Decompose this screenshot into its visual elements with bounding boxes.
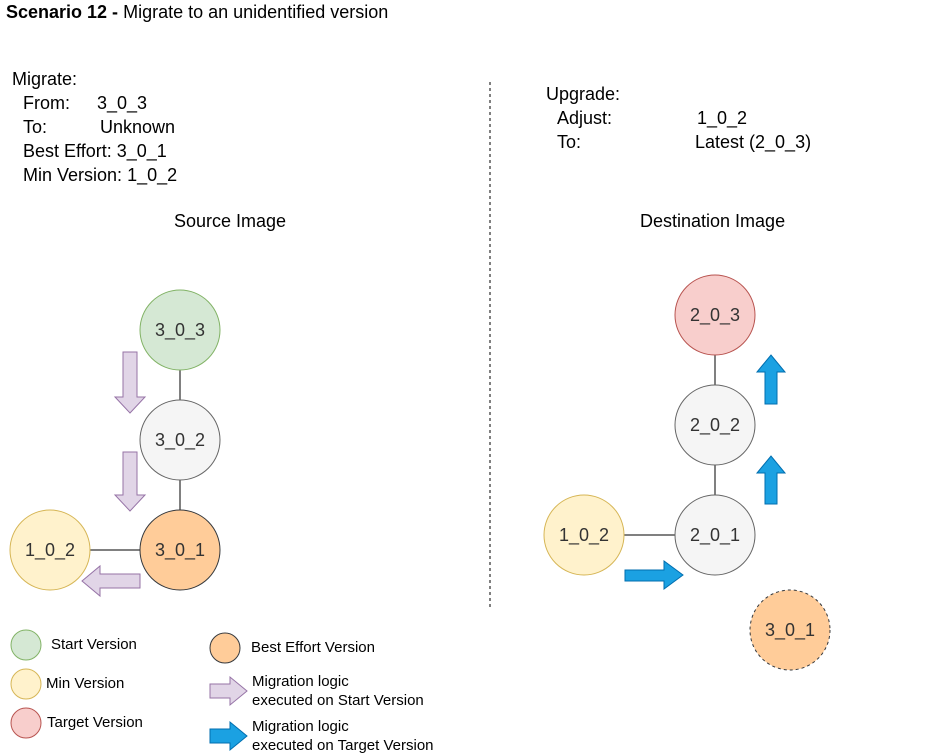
legend-start-logic-label: Migration logic executed on Start Versio… xyxy=(252,672,424,710)
legend-target-swatch xyxy=(10,707,42,739)
upgrade-adjust-value: 1_0_2 xyxy=(697,108,748,128)
legend-start-logic-line1: Migration logic xyxy=(252,673,349,690)
legend-best-effort-swatch xyxy=(209,632,241,664)
legend-start-label: Start Version xyxy=(51,636,137,653)
dest-node-202-label: 2_0_2 xyxy=(690,415,740,436)
target-logic-arrow-right xyxy=(624,560,684,590)
source-node-301-label: 3_0_1 xyxy=(155,540,205,561)
start-logic-arrow-down-1 xyxy=(113,351,147,414)
source-node-102-label: 1_0_2 xyxy=(25,540,75,561)
page-title: Scenario 12 - Migrate to an unidentified… xyxy=(6,2,388,23)
source-node-102 xyxy=(9,509,91,591)
destination-image-heading: Destination Image xyxy=(640,211,786,231)
upgrade-to-value: Latest (2_0_3) xyxy=(695,132,812,152)
dest-node-301-label: 3_0_1 xyxy=(765,620,815,641)
dest-node-201 xyxy=(674,494,756,576)
source-node-302-label: 3_0_2 xyxy=(155,430,205,451)
legend-best-effort-label: Best Effort Version xyxy=(251,639,375,656)
dest-node-202 xyxy=(674,384,756,466)
dest-node-102-label: 1_0_2 xyxy=(559,525,609,546)
source-node-301 xyxy=(139,509,221,591)
min-version-label: Min Version: xyxy=(23,165,123,185)
dest-node-301-dashed xyxy=(749,589,831,671)
legend-target-logic-line2: executed on Target Version xyxy=(252,737,434,754)
legend-target-logic-label: Migration logic executed on Target Versi… xyxy=(252,717,434,755)
migrate-to-label: To: xyxy=(23,117,48,137)
migrate-heading: Migrate: xyxy=(12,69,78,89)
migrate-to-value: Unknown xyxy=(100,117,176,137)
best-effort-value: 3_0_1 xyxy=(116,141,167,161)
source-node-303-label: 3_0_3 xyxy=(155,320,205,341)
title-text: Migrate to an unidentified version xyxy=(123,2,389,22)
dest-node-203-label: 2_0_3 xyxy=(690,305,740,326)
dest-node-203 xyxy=(674,274,756,356)
migrate-from-label: From: xyxy=(23,93,70,113)
legend-start-logic-line2: executed on Start Version xyxy=(252,692,424,709)
source-image-heading: Source Image xyxy=(174,211,287,231)
legend-start-logic-arrow xyxy=(209,675,248,707)
source-node-302 xyxy=(139,399,221,481)
migrate-best-effort: Best Effort: 3_0_1 xyxy=(23,139,167,163)
upgrade-to-label: To: xyxy=(557,132,582,152)
upgrade-adjust-label: Adjust: xyxy=(557,108,613,128)
legend-start-swatch xyxy=(10,629,42,661)
legend-min-label: Min Version xyxy=(46,675,125,692)
start-logic-arrow-down-2 xyxy=(113,451,147,512)
title-bold: Scenario 12 - xyxy=(6,2,119,22)
migrate-from-value: 3_0_3 xyxy=(97,93,148,113)
upgrade-heading: Upgrade: xyxy=(546,84,621,104)
dest-node-102 xyxy=(543,494,625,576)
legend-target-logic-arrow xyxy=(209,720,248,752)
min-version-value: 1_0_2 xyxy=(127,165,178,185)
target-logic-arrow-up-1 xyxy=(755,354,787,405)
legend-target-logic-line1: Migration logic xyxy=(252,718,349,735)
legend-target-label: Target Version xyxy=(47,714,143,731)
start-logic-arrow-left xyxy=(81,564,141,598)
target-logic-arrow-up-2 xyxy=(755,455,787,505)
dest-node-201-label: 2_0_1 xyxy=(690,525,740,546)
source-node-303 xyxy=(139,289,221,371)
legend-min-swatch xyxy=(10,668,42,700)
migrate-min-version: Min Version: 1_0_2 xyxy=(23,163,177,187)
best-effort-label: Best Effort: xyxy=(23,141,112,161)
